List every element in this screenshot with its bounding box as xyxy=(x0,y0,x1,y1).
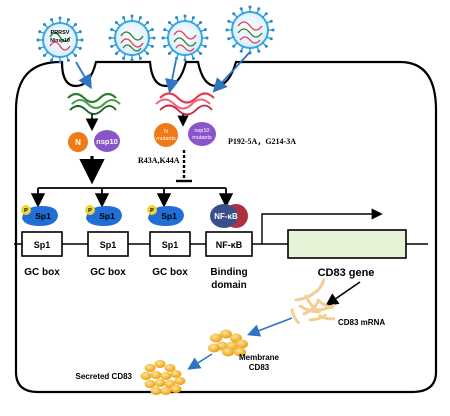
nsp10-mutant-protein: nsp10 mutants xyxy=(188,122,216,146)
viral-rna-mutant xyxy=(155,92,215,116)
promoter-box-4: NF-κB xyxy=(205,231,253,257)
membrane-cd83-cluster xyxy=(208,329,248,357)
caption-gc-box-2: GC box xyxy=(90,267,126,278)
svg-text:nsp10: nsp10 xyxy=(96,137,118,146)
sp1-factor-2: P Sp1 xyxy=(85,205,122,226)
virus-particle-3 xyxy=(167,20,203,56)
n-mutation-label: R43A,K44A xyxy=(138,156,180,165)
svg-text:Sp1: Sp1 xyxy=(161,211,177,221)
sp1-factor-3: P Sp1 xyxy=(147,205,184,226)
svg-text:mutants: mutants xyxy=(192,135,212,141)
membrane-cd83-label-line1: Membrane xyxy=(239,353,280,362)
nsp10-mutation-label: P192-5A，G214-3A xyxy=(228,137,296,146)
cd83-mrna-label: CD83 mRNA xyxy=(338,318,385,327)
cd83-mrna xyxy=(290,278,336,324)
svg-text:Sp1: Sp1 xyxy=(99,211,115,221)
svg-text:P: P xyxy=(88,208,92,214)
transcription-start-arrow xyxy=(261,208,383,244)
svg-text:NF-κB: NF-κB xyxy=(216,240,243,250)
translation-arrow-cd83 xyxy=(247,317,293,337)
secreted-cd83-cluster xyxy=(140,360,186,395)
caption-domain: domain xyxy=(211,280,247,291)
caption-binding: Binding xyxy=(210,267,247,278)
nsp10-protein: nsp10 xyxy=(94,130,120,152)
virus-label-line2: N/nsp10 xyxy=(50,38,70,44)
virus-label-line1: PRRSV xyxy=(51,30,70,36)
svg-text:P: P xyxy=(24,208,28,214)
entry-arrow-1 xyxy=(75,61,92,90)
n-protein: N xyxy=(68,132,88,152)
cd83-gene-label: CD83 gene xyxy=(318,267,375,279)
svg-text:mutants: mutants xyxy=(156,136,176,142)
promoter-box-3: Sp1 xyxy=(149,231,191,257)
entry-arrow-3 xyxy=(212,51,251,93)
svg-text:N: N xyxy=(164,129,168,135)
secretion-arrow xyxy=(187,353,213,370)
promoter-box-2: Sp1 xyxy=(87,231,129,257)
virus-particle-4 xyxy=(231,11,269,49)
svg-text:N: N xyxy=(75,138,81,147)
sp1-factor-1: P Sp1 xyxy=(21,205,58,226)
nfkb-complex: NF-κB xyxy=(210,204,248,228)
svg-text:Sp1: Sp1 xyxy=(34,240,51,250)
svg-text:P: P xyxy=(150,208,154,214)
distribution-bracket xyxy=(30,187,234,208)
svg-text:Sp1: Sp1 xyxy=(35,211,51,221)
virus-particle-1: PRRSV N/nsp10 xyxy=(42,22,78,58)
svg-text:Sp1: Sp1 xyxy=(100,240,117,250)
promoter-box-1: Sp1 xyxy=(21,231,63,257)
caption-gc-box-3: GC box xyxy=(152,267,188,278)
membrane-cd83-label-line2: CD83 xyxy=(249,363,270,372)
n-mutant-protein: N mutants xyxy=(154,123,178,147)
secreted-cd83-label: Secreted CD83 xyxy=(76,372,133,381)
entry-arrow-2 xyxy=(165,59,180,94)
svg-text:Sp1: Sp1 xyxy=(162,240,179,250)
caption-gc-box-1: GC box xyxy=(24,267,60,278)
svg-text:nsp10: nsp10 xyxy=(195,128,210,134)
virus-particle-2 xyxy=(114,20,150,56)
inhibition-symbol xyxy=(176,150,192,183)
cd83-gene-region xyxy=(287,229,407,259)
viral-rna-wild-type xyxy=(67,92,121,115)
svg-text:NF-κB: NF-κB xyxy=(214,212,238,221)
transcription-arrow xyxy=(325,281,361,306)
